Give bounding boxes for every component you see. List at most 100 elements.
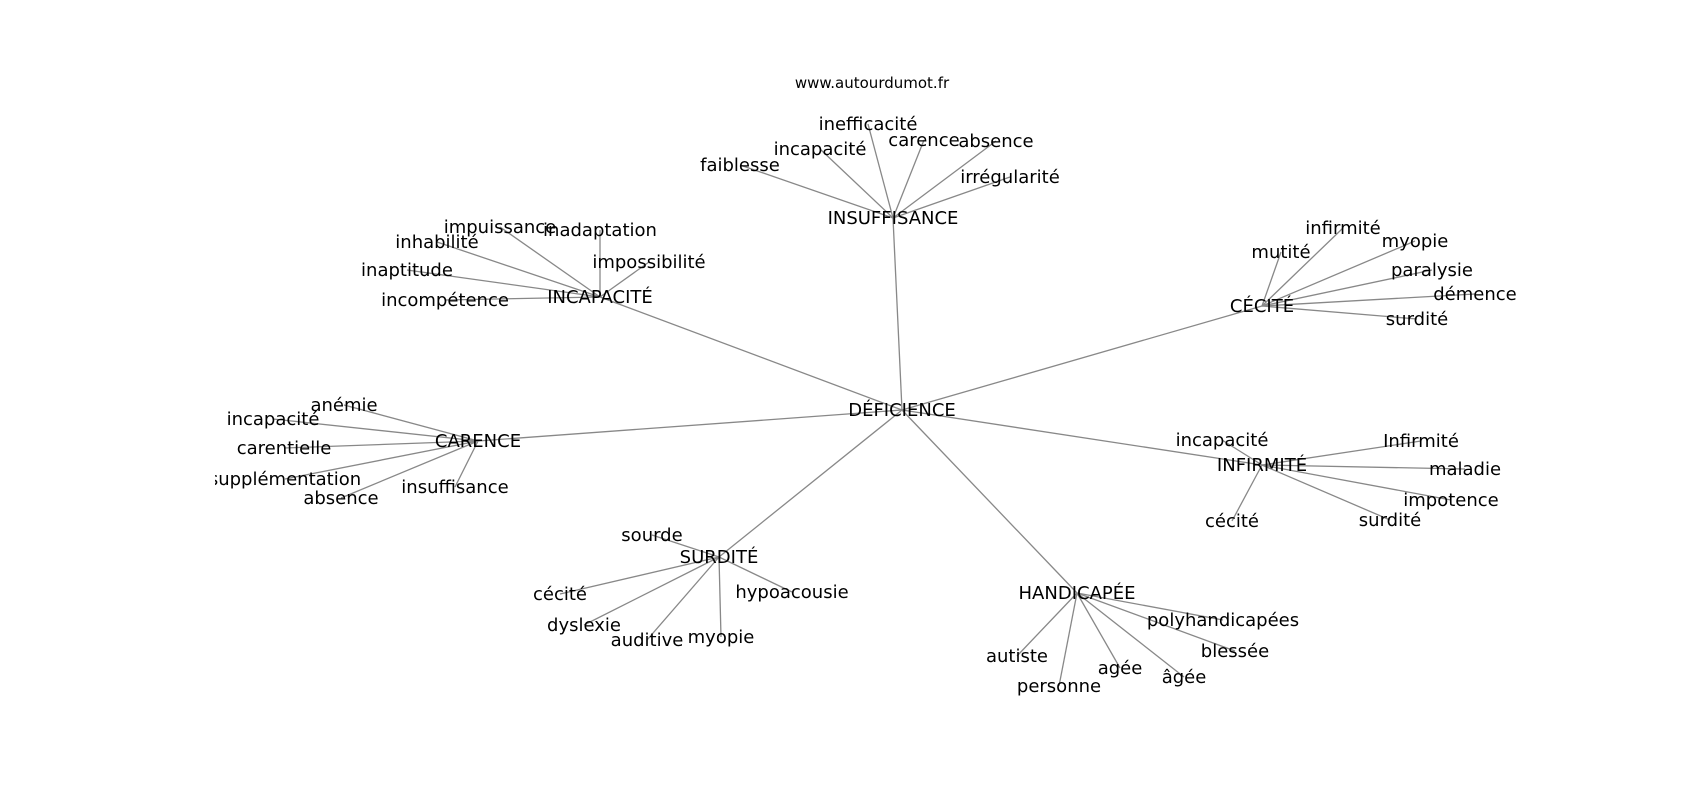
node-leaf-maladie[interactable]: maladie [1429,459,1501,480]
node-leaf-myopie[interactable]: myopie [1382,231,1449,252]
edge-infirmite-incapacite [1221,439,1263,466]
edge-center-insuffisance [892,217,903,411]
node-leaf-sourde[interactable]: sourde [621,525,682,546]
node-leaf-blessee[interactable]: blessée [1201,641,1269,662]
node-leaf-infirmite[interactable]: Infirmité [1383,431,1459,452]
edge-carence-absence [340,440,479,499]
edge-cecite-myopie [1261,240,1416,307]
edge-surdite-dyslexie [583,556,720,626]
node-leaf-inefficacite[interactable]: inefficacité [819,114,918,135]
node-branch-infirmite[interactable]: INFIRMITÉ [1217,454,1307,476]
node-leaf-absence[interactable]: absence [958,131,1033,152]
node-leaf-faiblesse[interactable]: faiblesse [700,155,780,176]
node-leaf-supplementation[interactable]: supplémentation [209,469,361,490]
edge-surdite-sourde [651,534,720,558]
node-leaf-auditive[interactable]: auditive [611,630,684,651]
node-leaf-myopie[interactable]: myopie [688,627,755,648]
edge-cecite-demence [1261,293,1476,307]
edge-infirmite-impotence [1261,464,1452,501]
node-branch-incapacite[interactable]: INCAPACITÉ [547,286,653,308]
edge-insuffisance-irregularite [892,176,1011,219]
edge-carence-supplementation [284,440,479,480]
edge-incapacite-incompetence [444,296,601,301]
node-branch-insuffisance[interactable]: INSUFFISANCE [828,208,959,229]
node-leaf-anemie[interactable]: anémie [310,395,377,416]
node-leaf-agee[interactable]: âgée [1162,667,1207,688]
node-branch-surdite[interactable]: SURDITÉ [680,546,759,568]
node-leaf-insuffisance[interactable]: insuffisance [401,477,508,498]
edge-handicapee-polyhandicapees [1076,592,1224,621]
node-leaf-dyslexie[interactable]: dyslexie [547,615,621,636]
edge-center-carence [477,409,903,442]
node-leaf-surdite[interactable]: surdité [1386,309,1448,330]
node-leaf-impuissance[interactable]: impuissance [444,217,557,238]
edge-handicapee-personne [1058,592,1078,687]
node-branch-cecite[interactable]: CÉCITÉ [1230,295,1294,317]
watermark-text: www.autourdumot.fr [795,74,950,92]
edge-insuffisance-faiblesse [739,164,894,219]
node-center-deficience[interactable]: DÉFICIENCE [848,399,956,421]
node-leaf-incapacite[interactable]: incapacité [774,139,867,160]
edge-cecite-mutite [1261,251,1282,307]
edge-surdite-auditive [646,556,720,641]
edge-insuffisance-inefficacite [867,123,894,219]
edge-infirmite-maladie [1261,464,1466,470]
node-leaf-infirmite[interactable]: infirmité [1305,218,1381,239]
edge-incapacite-inhabilite [436,241,601,298]
node-leaf-carence[interactable]: carence [888,130,959,151]
node-leaf-inhabilite[interactable]: inhabilité [395,232,478,253]
node-leaf-incapacite[interactable]: incapacité [227,409,320,430]
node-leaf-impotence[interactable]: impotence [1403,490,1498,511]
edge-carence-anemie [343,404,479,442]
edge-handicapee-autiste [1016,592,1078,657]
edge-center-handicapee [901,409,1078,594]
edge-infirmite-cecite [1231,464,1263,522]
node-leaf-cecite[interactable]: cécité [1205,511,1259,532]
node-leaf-polyhandicapees[interactable]: polyhandicapées [1147,610,1299,631]
node-leaf-inadaptation[interactable]: inadaptation [543,220,657,241]
edge-layer [272,123,1476,687]
edge-handicapee-agee [1076,592,1185,678]
node-leaf-mutite[interactable]: mutité [1251,242,1310,263]
node-leaf-demence[interactable]: démence [1433,284,1517,305]
edge-center-infirmite [901,409,1263,466]
node-leaf-paralysie[interactable]: paralysie [1391,260,1473,281]
node-leaf-autiste[interactable]: autiste [986,646,1048,667]
node-leaf-hypoacousie[interactable]: hypoacousie [735,582,848,603]
edge-center-incapacite [599,296,903,411]
node-leaf-personne[interactable]: personne [1017,676,1101,697]
node-leaf-agee[interactable]: agée [1098,658,1143,679]
edge-handicapee-agee [1076,592,1121,669]
node-leaf-surdite[interactable]: surdité [1359,510,1421,531]
edge-surdite-myopie [718,556,722,638]
node-leaf-inaptitude[interactable]: inaptitude [361,260,453,281]
edge-insuffisance-incapacite [819,148,894,219]
node-branch-carence[interactable]: CARENCE [435,431,521,452]
edge-center-cecite [901,305,1263,411]
edge-carence-incapacite [272,418,479,442]
node-leaf-irregularite[interactable]: irrégularité [960,167,1060,188]
node-leaf-impossibilite[interactable]: impossibilité [592,252,705,273]
node-leaf-incompetence[interactable]: incompétence [381,290,509,311]
edge-surdite-hypoacousie [718,556,793,593]
edge-handicapee-blessee [1076,592,1236,652]
node-branch-handicapee[interactable]: HANDICAPÉE [1019,582,1136,604]
edge-incapacite-impuissance [499,226,601,298]
edge-insuffisance-absence [892,140,997,219]
edge-incapacite-inaptitude [406,269,601,298]
edge-cecite-surdite [1261,305,1418,320]
edge-surdite-cecite [559,556,720,595]
edge-carence-insuffisance [454,440,479,488]
node-leaf-absence[interactable]: absence [303,488,378,509]
node-leaf-cecite[interactable]: cécité [533,584,587,605]
edge-cecite-infirmite [1261,227,1344,307]
node-leaf-incapacite[interactable]: incapacité [1176,430,1269,451]
label-layer: DÉFICIENCEINSUFFISANCEfaiblesseincapacit… [209,114,1517,697]
edge-infirmite-surdite [1261,464,1391,521]
edge-center-surdite [718,409,903,558]
node-leaf-carentielle[interactable]: carentielle [237,438,332,459]
edge-insuffisance-carence [892,139,925,219]
edge-infirmite-infirmite [1261,440,1422,466]
